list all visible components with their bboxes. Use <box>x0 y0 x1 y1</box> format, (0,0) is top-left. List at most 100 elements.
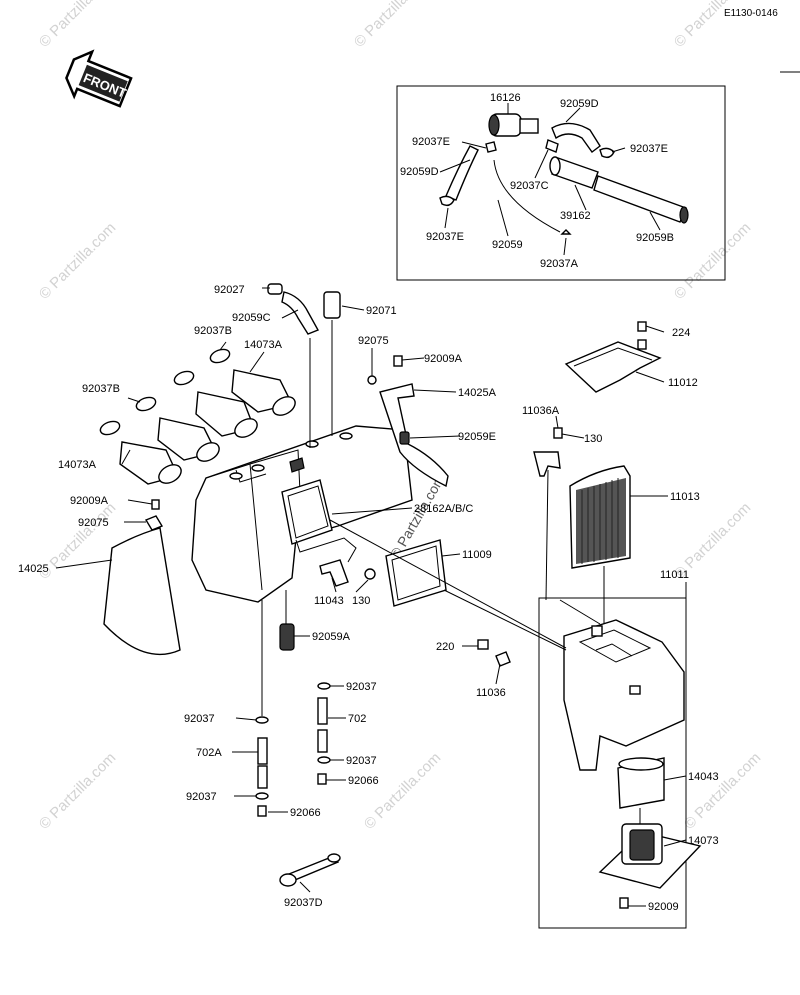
front-arrow: FRONT <box>65 49 133 108</box>
boot-row-lower <box>99 396 220 485</box>
label-14073a: 14073A <box>244 339 283 351</box>
label-28162: 28162A/B/C <box>414 503 473 515</box>
valve-cap <box>488 114 500 136</box>
label-92037: 92037 <box>346 681 377 693</box>
bolt-92009a-upper <box>393 355 403 367</box>
bolt-220 <box>477 639 489 650</box>
side-cover-14025 <box>103 527 181 656</box>
grommet-92075 <box>367 375 377 385</box>
label-92037a: 92037A <box>540 258 579 270</box>
bracket-92075 <box>144 515 164 531</box>
label-11013: 11013 <box>670 491 700 503</box>
label-11011: 11011 <box>660 569 689 581</box>
label-702: 702 <box>348 713 366 725</box>
fitting-92071 <box>323 291 341 319</box>
clip-92037e-left <box>485 141 497 153</box>
bolt-92009a <box>151 499 160 510</box>
hose-92059d-left <box>445 145 479 201</box>
watermark: © Partzilla.com <box>681 749 764 832</box>
label-11036a: 11036A <box>522 405 560 417</box>
label-14043: 14043 <box>688 771 719 783</box>
label-220: 220 <box>436 641 454 653</box>
clip-92037c <box>545 139 559 153</box>
label-92037e: 92037E <box>630 143 668 155</box>
label-92059d: 92059D <box>400 166 439 178</box>
clip-92037 <box>317 682 331 690</box>
label-39162: 39162 <box>560 210 591 222</box>
label-702a: 702A <box>196 747 222 759</box>
watermark: © Partzilla.com <box>36 0 119 51</box>
label-14025: 14025 <box>18 563 49 575</box>
watermark: © Partzilla.com <box>671 219 754 302</box>
label-14025a: 14025A <box>458 387 497 399</box>
label-11036: 11036 <box>476 687 506 699</box>
valve-nozzle <box>519 118 539 134</box>
part-labels: 16126 92059D 92037E 92037E 92059D 92037C… <box>18 92 719 913</box>
label-92059b: 92059B <box>636 232 674 244</box>
boot-row-upper <box>173 348 296 438</box>
clip-92037e <box>599 147 615 159</box>
label-14073: 14073 <box>688 835 719 847</box>
airbox-housing <box>191 425 413 603</box>
label-92059a: 92059A <box>312 631 351 643</box>
plug-92066 <box>317 773 327 785</box>
label-11009: 11009 <box>462 549 492 561</box>
watermark: © Partzilla.com <box>36 749 119 832</box>
inset-leaders <box>439 103 661 256</box>
leader-lines <box>55 287 687 907</box>
filter-case-frame <box>538 597 687 929</box>
label-92037e: 92037E <box>426 231 464 243</box>
filter-11013 <box>569 465 631 569</box>
label-92037c: 92037C <box>510 180 549 192</box>
drain-92059a <box>279 623 295 651</box>
inset-parts <box>439 113 689 235</box>
label-14073a: 14073A <box>58 459 97 471</box>
hose-702 <box>317 697 328 725</box>
part-39162-end <box>549 156 561 176</box>
filter-case-11011 <box>563 619 685 771</box>
label-92037d: 92037D <box>284 897 323 909</box>
label-130: 130 <box>584 433 602 445</box>
label-92059: 92059 <box>492 239 523 251</box>
watermark: © Partzilla.com <box>351 0 434 51</box>
label-92037e: 92037E <box>412 136 450 148</box>
clip-11036 <box>495 651 511 667</box>
bolt-130 <box>364 568 376 580</box>
hose-92059d <box>551 122 601 153</box>
label-92037: 92037 <box>346 755 377 767</box>
label-11012: 11012 <box>668 377 698 389</box>
label-92071: 92071 <box>366 305 397 317</box>
label-92059e: 92059E <box>458 431 496 443</box>
cap-92027 <box>267 283 283 295</box>
screw-224 <box>637 321 647 332</box>
hose-92059c <box>281 291 319 335</box>
label-92037: 92037 <box>186 791 217 803</box>
diagram-code: E1130-0146 <box>724 8 778 19</box>
label-92037b: 92037B <box>82 383 120 395</box>
hose-92059e <box>399 431 410 445</box>
tube-92059 <box>493 159 561 233</box>
label-92066: 92066 <box>290 807 321 819</box>
plug-92066-b <box>257 805 267 817</box>
label-92037b: 92037B <box>194 325 232 337</box>
label-92066: 92066 <box>348 775 379 787</box>
bracket-11043 <box>319 559 349 587</box>
hose-702a-b <box>257 765 268 789</box>
label-92059d: 92059D <box>560 98 599 110</box>
label-92037: 92037 <box>184 713 215 725</box>
bolt-92009 <box>619 897 629 909</box>
label-92075: 92075 <box>358 335 389 347</box>
label-130: 130 <box>352 595 370 607</box>
clip-92037e-bottom <box>439 195 455 207</box>
clip-92037a <box>560 229 572 235</box>
bracket-11036a <box>533 451 561 477</box>
label-16126: 16126 <box>490 92 521 104</box>
label-11043: 11043 <box>314 595 344 607</box>
label-92027: 92027 <box>214 284 245 296</box>
hose-92059b-end <box>679 206 689 224</box>
label-92009: 92009 <box>648 901 679 913</box>
label-92009a: 92009A <box>70 495 109 507</box>
inset-frame <box>396 85 726 281</box>
